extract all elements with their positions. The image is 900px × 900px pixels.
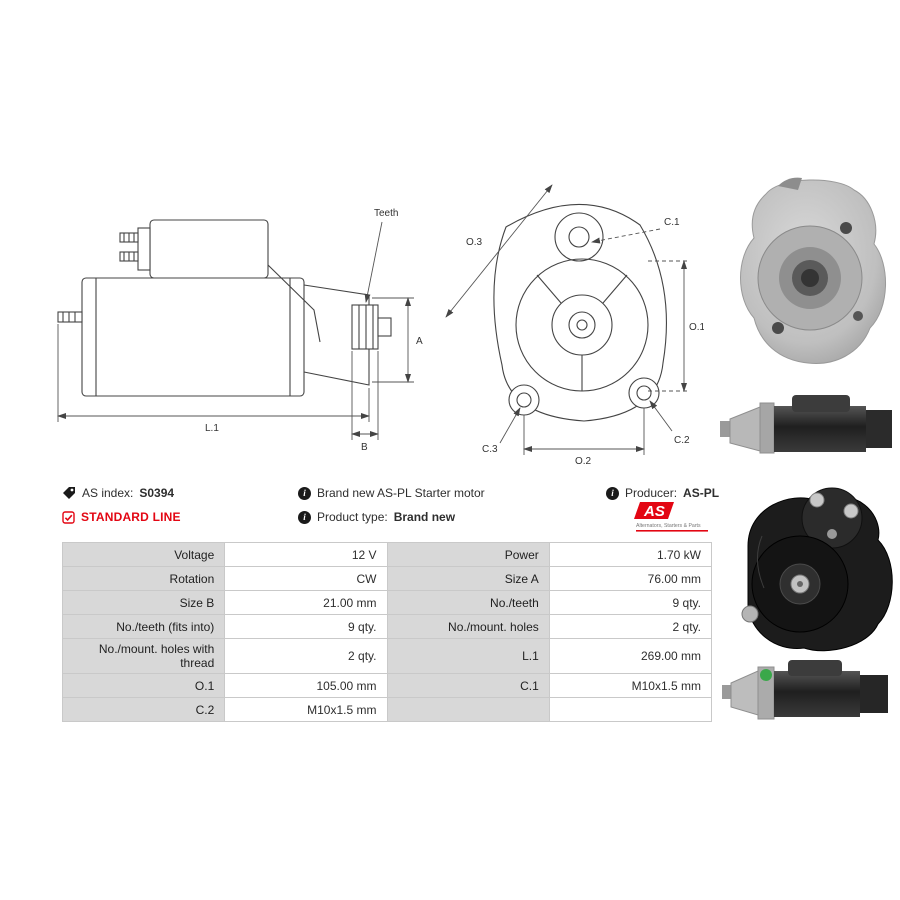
aspl-logo: AS Alternators, Starters & Parts xyxy=(634,500,720,539)
spec-value-cell: 269.00 mm xyxy=(548,638,713,674)
info-icon: i xyxy=(298,486,311,500)
product-type-label: Product type: xyxy=(317,510,388,524)
product-type-value: Brand new xyxy=(393,510,456,524)
producer-label: Producer: xyxy=(625,486,678,500)
photo-side-view-2 xyxy=(722,660,888,720)
motor-body xyxy=(81,277,305,397)
spec-label-cell: No./teeth xyxy=(386,590,550,615)
spec-value-cell: M10x1.5 mm xyxy=(548,673,713,698)
as-index-value: S0394 xyxy=(139,486,175,500)
spec-value-cell: 21.00 mm xyxy=(224,590,388,615)
spec-value-cell: CW xyxy=(224,566,388,591)
standard-line-label: STANDARD LINE xyxy=(81,510,181,524)
pinion-gear xyxy=(351,304,379,350)
spec-label-cell: Voltage xyxy=(61,542,226,567)
spec-value-cell: 12 V xyxy=(224,542,388,567)
spec-label-cell: Power xyxy=(386,542,550,567)
spec-value-cell: M10x1.5 mm xyxy=(224,697,388,722)
spec-label-cell: Size A xyxy=(386,566,550,591)
photo-front-view xyxy=(740,177,886,364)
spec-label-cell: No./mount. holes with thread xyxy=(61,638,226,674)
dim-label-c2: C.2 xyxy=(674,435,690,446)
spec-label-cell: O.1 xyxy=(61,673,226,698)
photo-side-view xyxy=(720,395,892,454)
spec-value-cell: 1.70 kW xyxy=(548,542,713,567)
as-index-row: AS index: S0394 xyxy=(62,486,174,500)
brand-new-row: i Brand new AS-PL Starter motor xyxy=(298,486,485,500)
producer-value: AS-PL xyxy=(683,486,720,500)
spec-value-cell: 9 qty. xyxy=(224,614,388,639)
producer-row: i Producer: AS-PL xyxy=(606,486,719,500)
spec-value-cell xyxy=(548,697,713,722)
standard-line-row: STANDARD LINE xyxy=(62,510,181,524)
spec-label-cell: C.1 xyxy=(386,673,550,698)
dim-label-teeth: Teeth xyxy=(374,208,398,219)
spec-value-cell: 2 qty. xyxy=(224,638,388,674)
product-photos xyxy=(718,166,900,727)
dim-label-o1: O.1 xyxy=(689,322,704,333)
dim-label-o3: O.3 xyxy=(466,237,483,248)
spec-label-cell xyxy=(386,697,550,722)
info-icon: i xyxy=(606,486,619,500)
dim-label-o2: O.2 xyxy=(575,456,592,467)
spec-label-cell: No./mount. holes xyxy=(386,614,550,639)
dim-label-c3: C.3 xyxy=(482,444,498,455)
solenoid xyxy=(149,219,269,279)
side-view-drawing: Teeth A L.1 B xyxy=(57,208,423,453)
dim-label-c1: C.1 xyxy=(664,217,680,228)
photo-rear-view xyxy=(741,487,893,652)
spec-value-cell: 76.00 mm xyxy=(548,566,713,591)
front-view-drawing: O.3 C.1 O.1 O.2 C.3 C.2 xyxy=(445,184,704,467)
spec-label-cell: Size B xyxy=(61,590,226,615)
spec-label-cell: C.2 xyxy=(61,697,226,722)
tag-icon xyxy=(63,487,75,499)
brand-new-label: Brand new AS-PL Starter motor xyxy=(317,486,485,500)
spec-value-cell: 9 qty. xyxy=(548,590,713,615)
checkmark-icon xyxy=(62,510,75,524)
logo-text: AS xyxy=(643,503,665,520)
spec-value-cell: 2 qty. xyxy=(548,614,713,639)
dim-label-l1: L.1 xyxy=(205,423,219,434)
as-index-label: AS index: xyxy=(82,486,134,500)
spec-label-cell: L.1 xyxy=(386,638,550,674)
spec-label-cell: Rotation xyxy=(61,566,226,591)
spec-value-cell: 105.00 mm xyxy=(224,673,388,698)
spec-row: No./teeth (fits into)9 qty.No./mount. ho… xyxy=(61,614,713,639)
dim-label-a: A xyxy=(416,336,423,347)
spec-label-cell: No./teeth (fits into) xyxy=(61,614,226,639)
dim-label-b: B xyxy=(361,442,368,453)
info-icon: i xyxy=(298,510,311,524)
product-type-row: i Product type: Brand new xyxy=(298,510,455,524)
logo-subtext: Alternators, Starters & Parts xyxy=(636,523,701,529)
